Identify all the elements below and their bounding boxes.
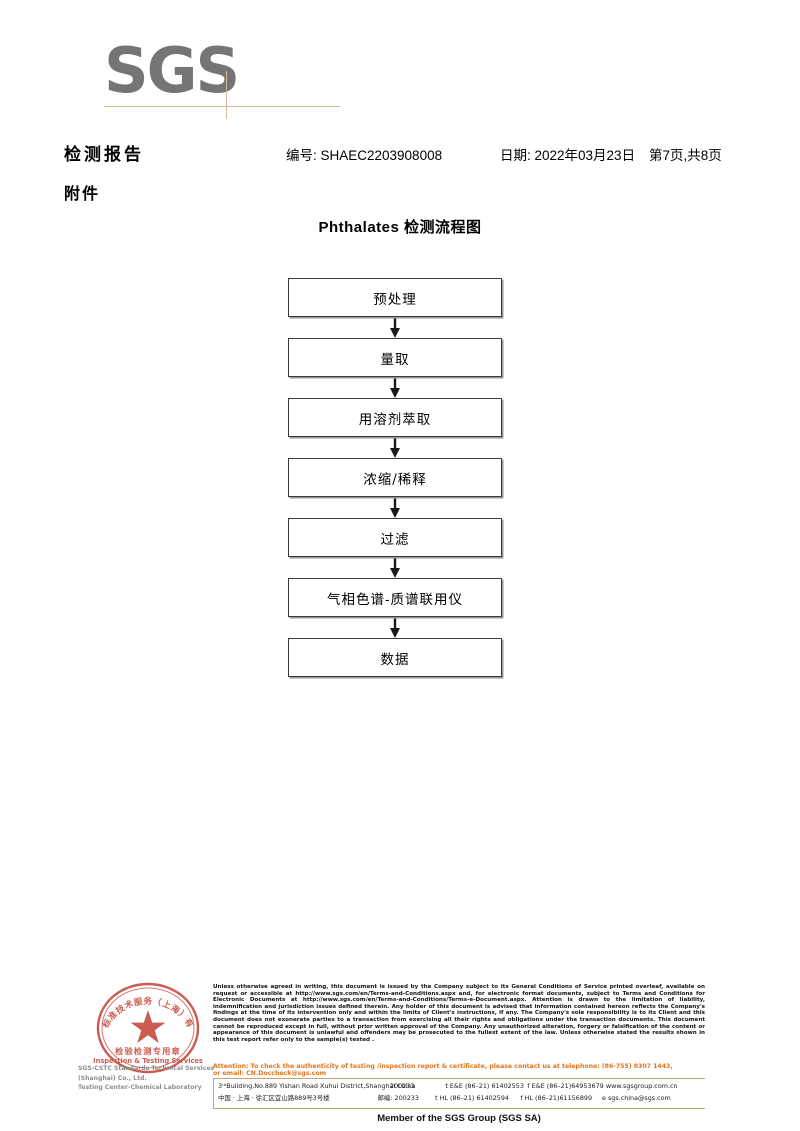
legal-paragraph: Unless otherwise agreed in writing, this… [213,984,705,1043]
flow-box-label: 用溶剂萃取 [288,398,502,437]
address-en: 3ʳᵈBuilding,No.889 Yishan Road Xuhui Dis… [218,1082,416,1090]
flow-box-label: 气相色谱-质谱联用仪 [288,578,502,617]
contact-row: 中国 · 上海 · 徐汇区宜山路889号3号楼 邮编: 200233 t HL … [218,1092,704,1104]
flow-box-label: 过滤 [288,518,502,557]
seal-company-text: SGS-CSTC Standards Technical Services (S… [78,1064,218,1093]
flow-box-label: 预处理 [288,278,502,317]
logo-vertical-tick [226,71,227,119]
address-divider-left [213,1078,214,1108]
address-cn: 中国 · 上海 · 徐汇区宜山路889号3号楼 [218,1094,330,1102]
flow-step-2: 量取 [288,338,502,377]
logo-underline [104,106,340,107]
svg-text:检验检测专用章: 检验检测专用章 [115,1046,181,1056]
contact-details: 3ʳᵈBuilding,No.889 Yishan Road Xuhui Dis… [218,1080,704,1104]
page-footer: 上海市标准技术服务（上海）有限公司 检验检测专用章 Inspection & T… [0,975,800,1131]
seal-company-line-1: SGS-CSTC Standards Technical Services (S… [78,1065,215,1082]
flow-step-3: 用溶剂萃取 [288,398,502,437]
zip-cn: 邮编: 200233 [377,1094,419,1102]
website-link[interactable]: www.sgsgroup.com.cn [605,1082,678,1090]
flow-step-6: 气相色谱-质谱联用仪 [288,578,502,617]
inspection-seal: 上海市标准技术服务（上海）有限公司 检验检测专用章 Inspection & T… [78,978,218,1104]
report-date: 日期: 2022年03月23日 [500,148,636,163]
flow-step-4: 浓缩/稀释 [288,458,502,497]
flow-arrow-icon [390,497,400,518]
flow-step-1: 预处理 [288,278,502,317]
flow-step-5: 过滤 [288,518,502,557]
member-of-group: Member of the SGS Group (SGS SA) [377,1113,541,1124]
fax-cn: f HL (86–21)61156899 [520,1094,593,1102]
attention-notice: Attention: To check the authenticity of … [213,1063,705,1078]
flow-box-label: 数据 [288,638,502,677]
svg-text:Inspection & Testing Services: Inspection & Testing Services [93,1057,203,1065]
legal-disclaimer: Unless otherwise agreed in writing, this… [213,984,705,1043]
flowchart-title: Phthalates 检测流程图 [318,219,482,236]
flow-box-label: 量取 [288,338,502,377]
report-number: 编号: SHAEC2203908008 [286,148,443,163]
sgs-logo-text: SGS [104,34,240,107]
flow-arrow-icon [390,557,400,578]
telephone-cn: t HL (86–21) 61402594 [435,1094,509,1102]
attention-line-2: or email: CN.Doccheck@sgs.com [213,1070,327,1078]
flow-arrow-icon [390,617,400,638]
email-link[interactable]: e sgs.china@sgs.com [601,1094,671,1102]
flow-step-7: 数据 [288,638,502,677]
member-divider [213,1108,705,1109]
seal-company-line-2: Testing Center-Chemical Laboratory [78,1084,202,1091]
page-title: 检测报告 [64,145,144,164]
seal-stamp-icon: 上海市标准技术服务（上海）有限公司 检验检测专用章 Inspection & T… [92,978,203,1074]
fax-en: f E&E (86–21)64953679 [527,1082,604,1090]
sgs-logo: SGS [104,38,364,122]
flow-arrow-icon [390,317,400,338]
attachment-label: 附件 [64,186,101,203]
address-divider-top [213,1078,705,1079]
flowchart: 预处理 量取 用溶剂萃取 浓缩/稀释 过滤 气相色谱-质谱联用仪 数据 [288,278,502,677]
contact-row: 3ʳᵈBuilding,No.889 Yishan Road Xuhui Dis… [218,1080,704,1092]
page-indicator: 第7页,共8页 [649,148,722,163]
zip-en: 200233 [390,1082,415,1090]
telephone-en: t E&E (86–21) 61402553 [445,1082,524,1090]
flow-box-label: 浓缩/稀释 [288,458,502,497]
flow-arrow-icon [390,437,400,458]
flow-arrow-icon [390,377,400,398]
document-header: 检测报告 编号: SHAEC2203908008 日期: 2022年03月23日… [64,140,764,166]
attention-line-1: Attention: To check the authenticity of … [213,1063,673,1070]
